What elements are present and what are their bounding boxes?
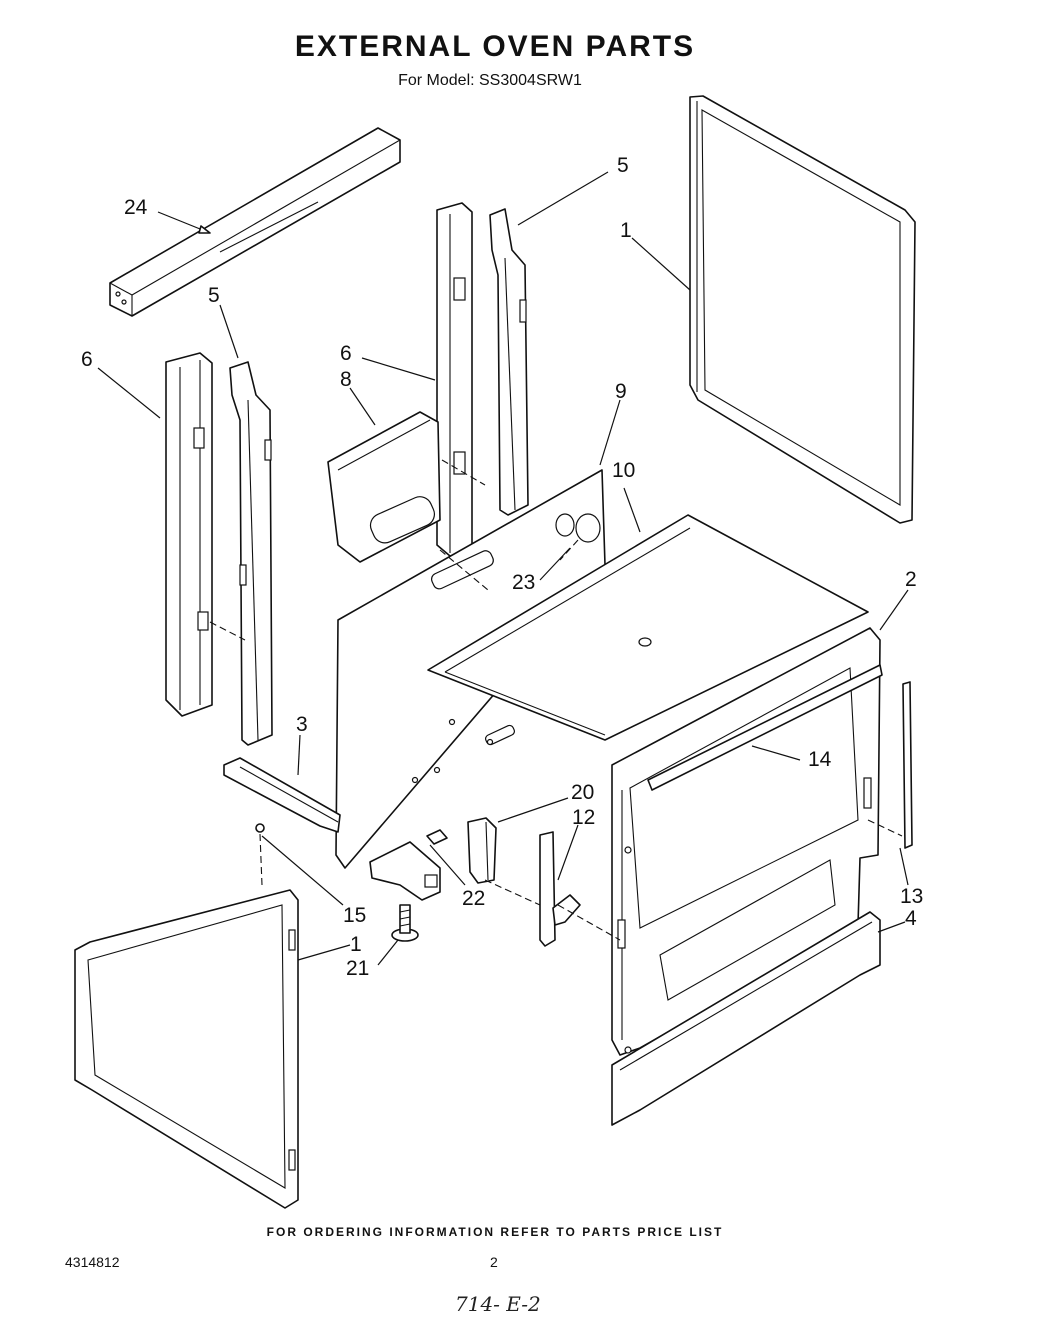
part-15-screw — [255, 823, 265, 886]
part-6-channel-left — [165, 352, 213, 717]
callout-9: 9 — [615, 380, 627, 403]
part-4-kick-panel — [611, 911, 881, 1126]
callout-8: 8 — [340, 368, 352, 391]
callout-23: 23 — [512, 571, 535, 594]
part-1-side-panel-lower — [74, 889, 299, 1209]
part-5-bracket-center — [489, 208, 529, 516]
page-title: EXTERNAL OVEN PARTS — [294, 30, 696, 63]
ordering-note: FOR ORDERING INFORMATION REFER TO PARTS … — [266, 1225, 724, 1239]
part-3-front-rail — [223, 757, 341, 833]
handwritten-note: 714- E-2 — [455, 1292, 541, 1316]
callout-10: 10 — [612, 459, 635, 482]
callout-13: 13 — [900, 885, 923, 908]
document-number: 4314812 — [65, 1254, 120, 1270]
part-6-channel-center — [436, 202, 473, 557]
callout-24: 24 — [124, 196, 148, 219]
callout-1-upper: 1 — [620, 219, 632, 242]
callout-20: 20 — [571, 781, 594, 804]
leader-lines — [97, 171, 909, 966]
callout-6-left: 6 — [81, 348, 93, 371]
part-20-bracket — [467, 817, 497, 884]
part-21-bolt — [391, 904, 419, 942]
assembly-dash-lines — [209, 459, 903, 941]
part-14-trim-strip — [647, 664, 883, 791]
callout-22: 22 — [462, 887, 485, 910]
callout-5-left: 5 — [208, 284, 220, 307]
callout-14: 14 — [808, 748, 832, 771]
callout-3: 3 — [296, 713, 308, 736]
part-8-baffle — [327, 411, 441, 563]
part-10-top-plate — [427, 514, 869, 741]
callout-21: 21 — [346, 957, 369, 980]
part-24-trim-bar — [109, 127, 401, 317]
part-12-hinge — [539, 831, 581, 947]
callout-6-center: 6 — [340, 342, 352, 365]
callout-15: 15 — [343, 904, 366, 927]
model-subtitle: For Model: SS3004SRW1 — [398, 72, 582, 89]
callout-12: 12 — [572, 806, 595, 829]
callout-1-lower: 1 — [350, 933, 362, 956]
callout-2: 2 — [905, 568, 917, 591]
callout-labels: 24 5 5 1 6 6 8 9 10 23 2 3 14 20 12 13 4… — [81, 154, 923, 980]
page-number: 2 — [490, 1254, 498, 1270]
callout-5-center: 5 — [617, 154, 629, 177]
part-5-bracket-left — [229, 361, 273, 746]
part-22-lower-bracket — [369, 829, 448, 901]
callout-4: 4 — [905, 907, 917, 930]
part-13-vertical-strip — [902, 681, 913, 849]
part-1-side-panel-upper — [689, 95, 916, 524]
